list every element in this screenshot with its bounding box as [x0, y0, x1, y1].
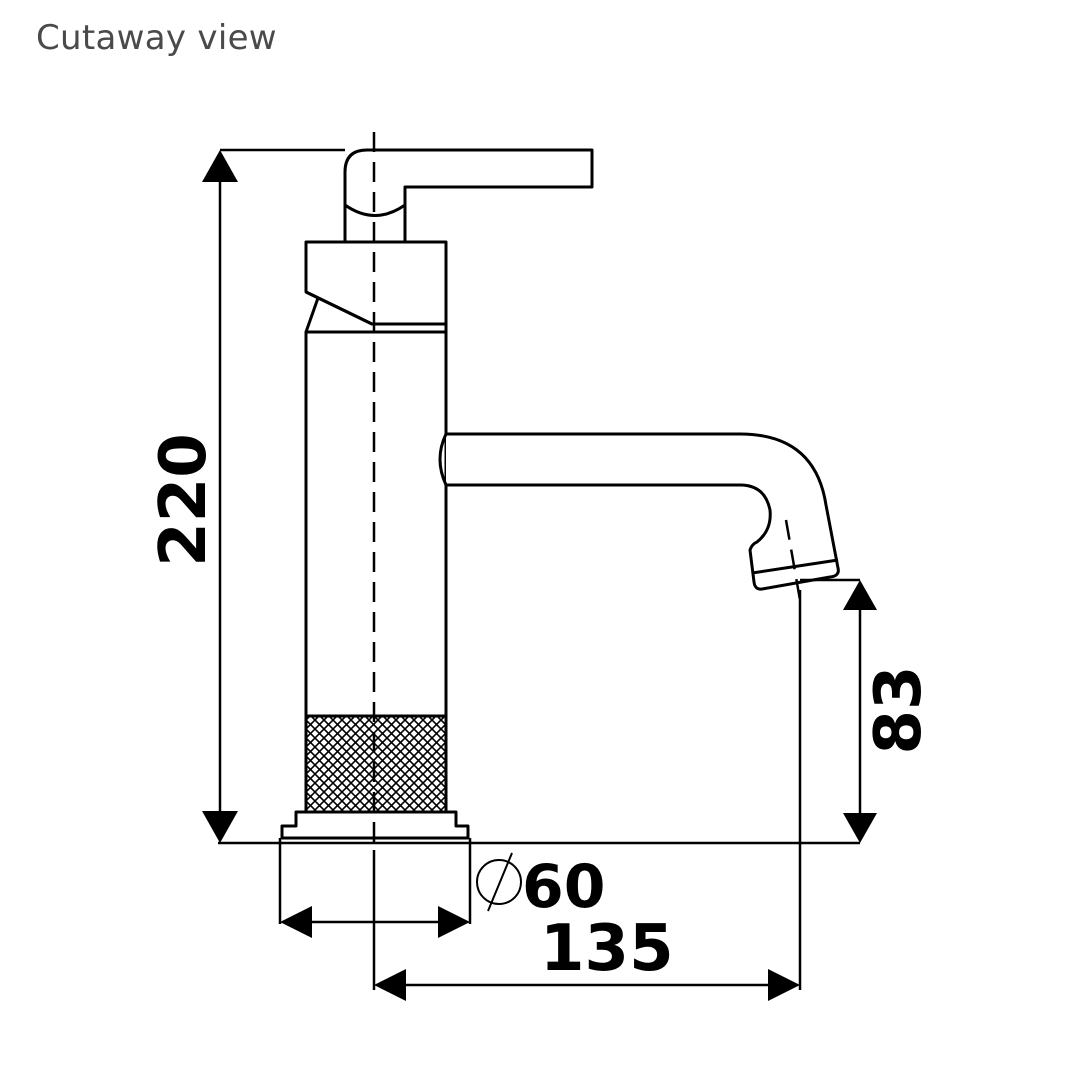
arrow-reach-right: [768, 969, 800, 1001]
arrow-reach-left: [374, 969, 406, 1001]
arrow-spout-bottom: [843, 813, 877, 843]
total-height-label: 220: [147, 433, 221, 567]
base-diameter-label: 60: [522, 852, 606, 922]
arrow-spout-top: [843, 580, 877, 610]
dimension-lines: [218, 148, 862, 990]
outlet-centerline: [784, 519, 802, 601]
arrow-base-right: [438, 906, 470, 938]
cap-bevel-line: [304, 297, 320, 333]
spout-collar: [438, 433, 448, 486]
spout-height-label: 83: [862, 665, 936, 754]
handle-lever: [343, 148, 594, 244]
spout: [446, 432, 840, 591]
handle-stem-curve: [344, 203, 406, 217]
center-lines: [372, 132, 802, 850]
arrowheads: [202, 150, 877, 1001]
cap-block: [304, 240, 448, 326]
arrow-height-top: [202, 150, 238, 182]
knurled-ring: [304, 714, 448, 814]
arrow-height-bottom: [202, 811, 238, 843]
page-title: Cutaway view: [36, 18, 277, 58]
diameter-symbol-icon: [476, 852, 522, 912]
faucet-body: [280, 148, 840, 840]
arrow-base-left: [280, 906, 312, 938]
reach-label: 135: [540, 912, 674, 986]
